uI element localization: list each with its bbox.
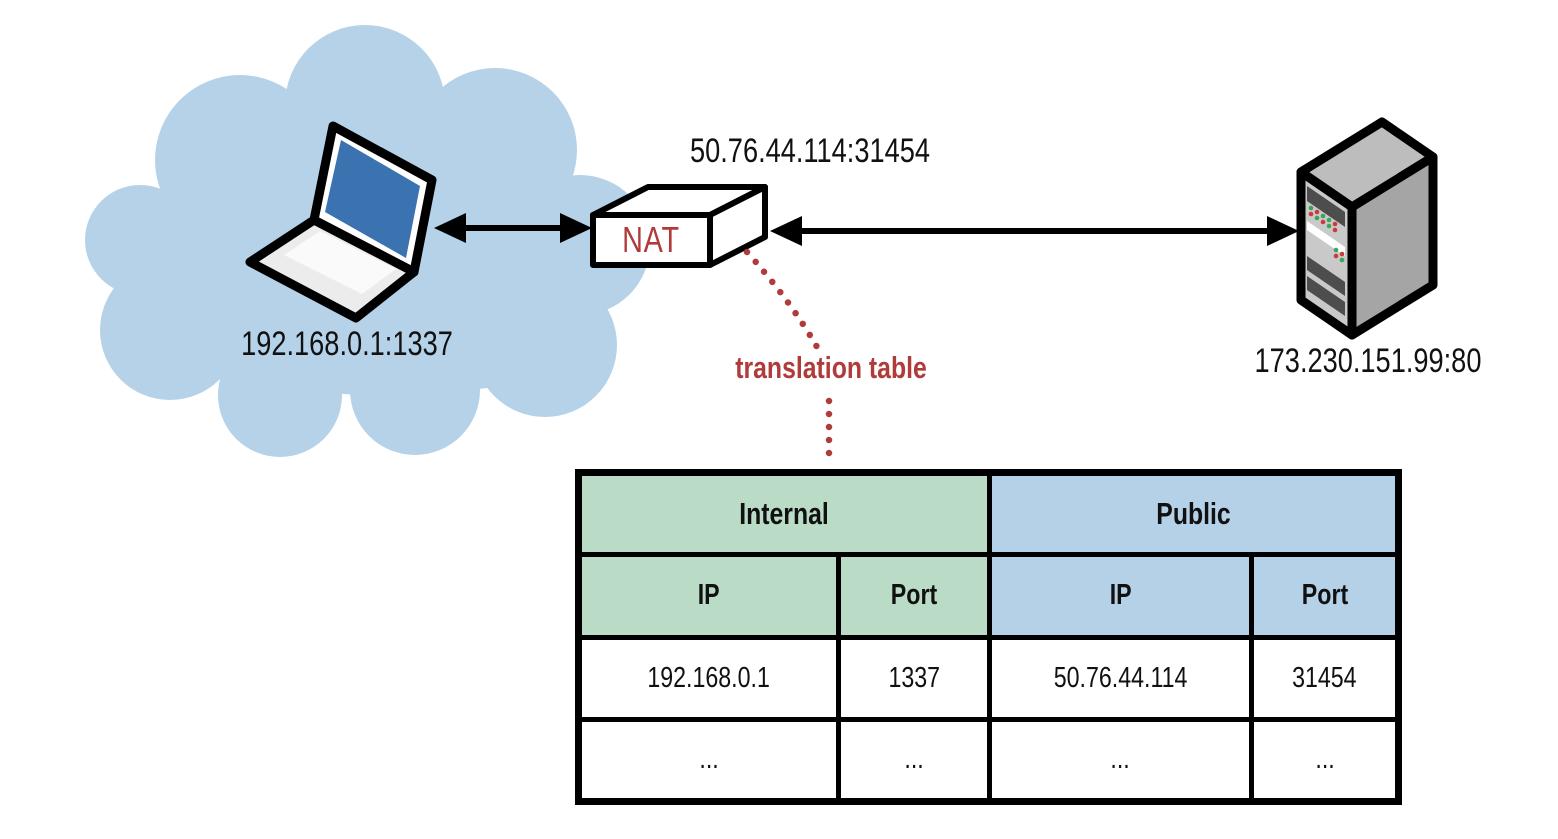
nat-server-arrow-icon (770, 216, 1299, 246)
cell-public-ip-text: 50.76.44.114 (1053, 661, 1188, 694)
nat-router-icon (590, 184, 768, 268)
table-header-internal-text: Internal (739, 496, 830, 532)
col-header-internal-ip-text: IP (698, 579, 720, 612)
cell-ellipsis: ... (1249, 716, 1401, 805)
translation-table: Internal Public IP Port IP Port (575, 469, 1402, 805)
nat-box-label: NAT (622, 219, 680, 260)
cell-public-ip: 50.76.44.114 (986, 634, 1255, 722)
cell-public-port-text: 31454 (1292, 661, 1357, 694)
client-address-label: 192.168.0.1:1337 (241, 325, 453, 363)
cell-ellipsis-text: ... (1314, 743, 1335, 776)
cell-ellipsis-text: ... (1110, 743, 1131, 776)
cell-internal-port: 1337 (835, 634, 992, 722)
cell-public-port: 31454 (1249, 634, 1401, 722)
cell-internal-port-text: 1337 (888, 661, 940, 694)
table-row: 192.168.0.1 1337 50.76.44.114 31454 (576, 634, 1401, 722)
cell-ellipsis-text: ... (904, 743, 924, 776)
server-drive-slots (1307, 186, 1345, 316)
server-icon (1296, 117, 1438, 340)
col-header-internal-port-text: Port (890, 579, 938, 612)
cell-internal-ip: 192.168.0.1 (576, 634, 841, 722)
col-header-internal-port: Port (835, 552, 992, 640)
cell-ellipsis: ... (835, 716, 992, 805)
private-network-cloud-icon (85, 25, 650, 457)
table-header-public: Public (986, 469, 1402, 558)
column-header-row: IP Port IP Port (576, 552, 1401, 640)
server-address-label: 173.230.151.99:80 (1254, 342, 1482, 380)
col-header-public-ip: IP (986, 552, 1255, 640)
laptop-icon (245, 121, 437, 323)
translation-table-connector-icon (743, 248, 833, 466)
server-led-lights (1308, 205, 1345, 263)
table-header-internal: Internal (576, 469, 992, 558)
client-nat-arrow-icon (434, 213, 592, 243)
group-header-row: Internal Public (576, 469, 1402, 558)
cell-ellipsis-text: ... (699, 743, 719, 776)
col-header-internal-ip: IP (576, 552, 841, 640)
cell-ellipsis: ... (576, 716, 841, 805)
col-header-public-ip-text: IP (1109, 579, 1132, 612)
nat-public-address-label: 50.76.44.114:31454 (690, 132, 930, 170)
table-header-public-text: Public (1156, 496, 1231, 532)
col-header-public-port: Port (1249, 552, 1401, 640)
server-front-stripe (1307, 221, 1345, 256)
col-header-public-port-text: Port (1301, 579, 1348, 612)
translation-table-label: translation table (735, 350, 927, 385)
cell-ellipsis: ... (986, 716, 1255, 805)
cell-internal-ip-text: 192.168.0.1 (647, 661, 771, 694)
table-row-ellipsis: ... ... ... ... (576, 716, 1401, 805)
